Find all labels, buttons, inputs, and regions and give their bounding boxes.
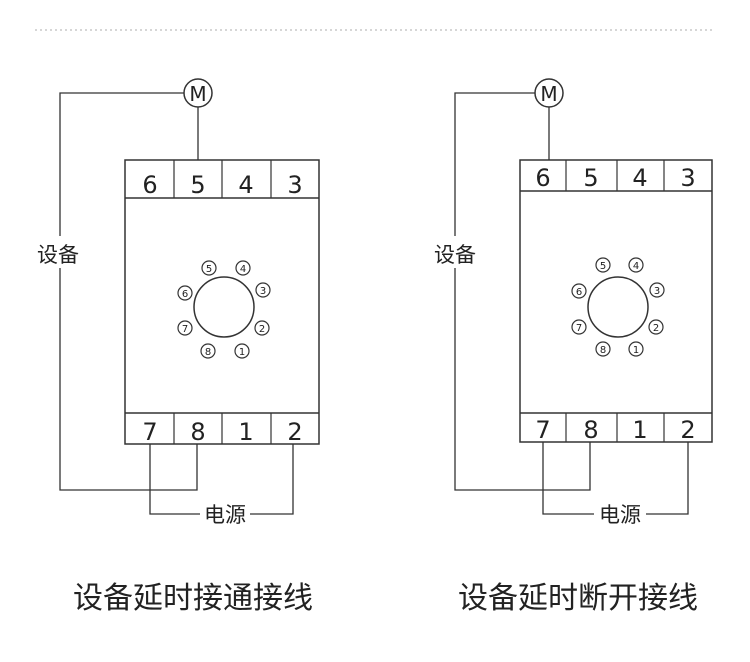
pin-4: 4	[235, 260, 251, 276]
pin-1: 1	[234, 343, 250, 359]
diagram-delay-off: 6 5 4 3 7 8 1 2 5 4 3 2 1 8 7 6 M 设备 电源 …	[425, 78, 713, 616]
bottom-terminal-label: 8	[190, 418, 205, 446]
bottom-terminal-label: 1	[238, 418, 253, 446]
pin-7: 7	[571, 319, 587, 335]
wire-motor-device-loop	[59, 92, 198, 491]
pin-7: 7	[177, 320, 193, 336]
device-label: 设备	[37, 243, 79, 267]
pin-8: 8	[200, 343, 216, 359]
top-terminal-label: 3	[680, 164, 695, 192]
pin-label: 7	[182, 324, 188, 335]
pin-6: 6	[177, 285, 193, 301]
motor-label: M	[189, 82, 206, 106]
diagram-delay-on: 6 5 4 3 7 8 1 2 5 4 3 2 1 8 7 6 M 设备 电源 …	[30, 78, 320, 616]
pin-label: 6	[576, 287, 582, 298]
power-label: 电源	[204, 503, 246, 527]
top-terminal-label: 6	[535, 164, 550, 192]
pin-label: 2	[653, 323, 659, 334]
wire-power-left	[542, 442, 594, 515]
pin-label: 4	[240, 264, 246, 275]
device-label: 设备	[434, 243, 476, 267]
pin-label: 5	[206, 264, 212, 275]
bottom-terminal-label: 1	[632, 416, 647, 444]
pin-label: 4	[633, 261, 639, 272]
wire-motor-device-loop	[454, 92, 591, 491]
relay-body	[124, 159, 320, 445]
pin-3: 3	[649, 282, 665, 298]
pin-4: 4	[628, 257, 644, 273]
pin-8: 8	[595, 341, 611, 357]
wire-power-left	[149, 444, 200, 515]
power-label: 电源	[599, 503, 641, 527]
pin-2: 2	[648, 319, 664, 335]
relay-body	[519, 159, 713, 443]
pin-label: 1	[633, 345, 639, 356]
pin-1: 1	[628, 341, 644, 357]
top-terminal-label: 4	[632, 164, 647, 192]
pin-label: 8	[600, 345, 606, 356]
pin-label: 5	[600, 261, 606, 272]
pin-label: 6	[182, 289, 188, 300]
pin-5: 5	[595, 257, 611, 273]
pin-label: 7	[576, 323, 582, 334]
caption: 设备延时断开接线	[458, 581, 698, 616]
pin-label: 3	[654, 286, 660, 297]
bottom-terminal-label: 8	[583, 416, 598, 444]
wire-power-right	[250, 444, 294, 515]
pin-6: 6	[571, 283, 587, 299]
caption: 设备延时接通接线	[73, 581, 313, 616]
socket-ring	[587, 276, 649, 338]
wire-power-right	[646, 442, 689, 515]
pin-label: 3	[260, 286, 266, 297]
bottom-terminal-label: 2	[287, 418, 302, 446]
pin-3: 3	[255, 282, 271, 298]
bottom-terminal-label: 7	[142, 418, 157, 446]
bottom-terminal-label: 7	[535, 416, 550, 444]
top-terminal-label: 3	[287, 171, 302, 199]
pin-label: 2	[259, 324, 265, 335]
top-terminal-label: 6	[142, 171, 157, 199]
socket-ring	[193, 276, 255, 338]
pin-5: 5	[201, 260, 217, 276]
pin-label: 1	[239, 347, 245, 358]
pin-2: 2	[254, 320, 270, 336]
top-terminal-label: 5	[583, 164, 598, 192]
top-terminal-label: 5	[190, 171, 205, 199]
bottom-terminal-label: 2	[680, 416, 695, 444]
top-terminal-label: 4	[238, 171, 253, 199]
motor-label: M	[540, 82, 557, 106]
pin-label: 8	[205, 347, 211, 358]
